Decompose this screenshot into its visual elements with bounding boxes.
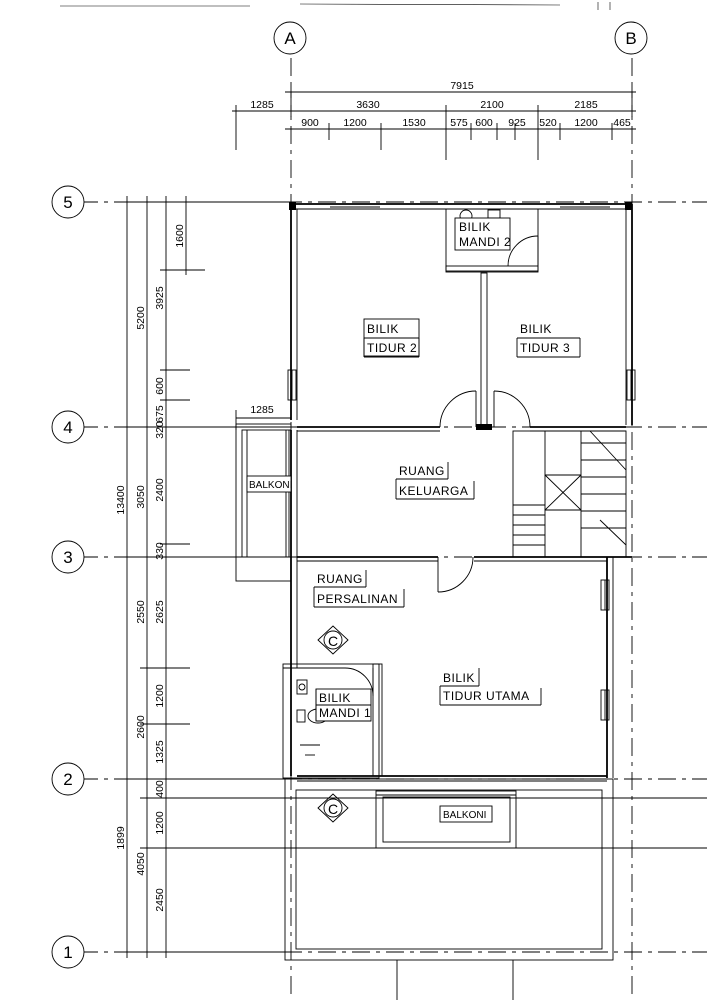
label-balkoni-bottom: BALKONI [439, 805, 493, 823]
top-dimension-text: 7915 1285 3630 2100 2185 900 1200 1530 5… [250, 80, 631, 129]
svg-text:MANDI 1: MANDI 1 [319, 706, 371, 720]
label-bilik-mandi-2 [454, 217, 511, 251]
label-bilik-tidur-2: BILIK TIDUR 2 [363, 318, 420, 358]
svg-text:320: 320 [154, 421, 166, 439]
svg-text:4050: 4050 [135, 852, 147, 876]
svg-text:A: A [284, 29, 296, 48]
svg-text:BALKONI: BALKONI [443, 810, 486, 821]
svg-text:2625: 2625 [154, 600, 166, 624]
svg-text:5: 5 [63, 193, 72, 212]
grid-bubble-b: B [614, 21, 648, 55]
svg-text:520: 520 [539, 117, 557, 129]
svg-text:3925: 3925 [154, 286, 166, 310]
svg-text:2100: 2100 [480, 99, 504, 111]
grid-bubble-2: 2 [51, 762, 85, 796]
svg-text:C: C [328, 801, 338, 817]
exterior-walls [289, 202, 633, 782]
svg-text:TIDUR 2: TIDUR 2 [367, 341, 417, 355]
svg-text:KELUARGA: KELUARGA [399, 484, 468, 498]
svg-text:600: 600 [154, 377, 166, 395]
svg-text:1600: 1600 [174, 224, 186, 248]
left-dimension-text: 13400 5200 3050 2550 2600 1899 3925 320 … [115, 224, 274, 912]
svg-text:2450: 2450 [154, 888, 166, 912]
svg-text:BILIK: BILIK [459, 220, 491, 234]
grid-bubble-4: 4 [51, 410, 85, 444]
svg-text:400: 400 [154, 780, 166, 798]
svg-text:5200: 5200 [135, 306, 147, 330]
section-marker-lower: C [317, 793, 349, 823]
svg-text:330: 330 [154, 542, 166, 560]
svg-text:TIDUR UTAMA: TIDUR UTAMA [443, 689, 530, 703]
svg-text:4: 4 [63, 418, 72, 437]
bottom-balcony [375, 790, 517, 849]
svg-text:3: 3 [63, 548, 72, 567]
svg-text:2400: 2400 [154, 478, 166, 502]
label-balkoni-left: BALKONI [246, 475, 292, 493]
bilik-mandi-2: BILIK MANDI 2 [445, 208, 539, 273]
grid-bubble-5: 5 [51, 185, 85, 219]
label-bilik-tidur-3: BILIK TIDUR 3 [516, 322, 581, 358]
svg-text:MANDI 2: MANDI 2 [459, 235, 511, 249]
svg-text:675: 675 [154, 405, 166, 423]
svg-text:575: 575 [450, 117, 468, 129]
svg-text:PERSALINAN: PERSALINAN [317, 592, 398, 606]
svg-text:1899: 1899 [115, 826, 127, 850]
svg-text:C: C [328, 633, 338, 649]
left-dimension-lines [120, 196, 707, 958]
left-balcony [235, 423, 292, 582]
family-room-door [437, 556, 474, 593]
sheet-top-edge [60, 2, 611, 10]
svg-text:3630: 3630 [356, 99, 380, 111]
svg-text:465: 465 [613, 117, 631, 129]
svg-text:TIDUR 3: TIDUR 3 [520, 341, 570, 355]
svg-text:1200: 1200 [154, 684, 166, 708]
grid-bubble-1: 1 [51, 935, 85, 969]
svg-text:3050: 3050 [135, 485, 147, 509]
label-ruang-persalinan: RUANG PERSALINAN [313, 570, 405, 608]
section-marker-upper: C [317, 625, 349, 655]
dim-overall-width: 7915 [450, 80, 474, 92]
svg-text:2600: 2600 [135, 715, 147, 739]
svg-text:B: B [625, 29, 636, 48]
svg-text:1325: 1325 [154, 740, 166, 764]
top-dimension-lines [232, 86, 636, 160]
svg-text:1200: 1200 [154, 811, 166, 835]
svg-text:600: 600 [475, 117, 493, 129]
svg-text:BILIK: BILIK [319, 691, 351, 705]
svg-text:BILIK: BILIK [443, 671, 475, 685]
svg-text:RUANG: RUANG [317, 572, 363, 586]
svg-text:BILIK: BILIK [520, 322, 552, 336]
svg-text:1530: 1530 [402, 117, 426, 129]
svg-text:BALKONI: BALKONI [249, 480, 292, 491]
dim-balcony-width: 1285 [250, 404, 274, 416]
svg-text:2185: 2185 [574, 99, 598, 111]
lower-roof-outline [284, 778, 614, 1000]
label-ruang-keluarga: RUANG KELUARGA [395, 462, 475, 500]
grid-bubble-3: 3 [51, 540, 85, 574]
windows [287, 206, 636, 721]
dim-overall-height: 13400 [115, 485, 127, 514]
staircase [512, 430, 627, 558]
svg-text:1200: 1200 [343, 117, 367, 129]
svg-text:1: 1 [63, 943, 72, 962]
label-bilik-mandi-1: BILIK MANDI 1 [315, 688, 372, 722]
svg-text:2550: 2550 [135, 600, 147, 624]
svg-text:900: 900 [301, 117, 319, 129]
svg-text:BILIK: BILIK [367, 322, 399, 336]
grid-bubble-a: A [273, 21, 307, 55]
svg-text:2: 2 [63, 770, 72, 789]
svg-text:1200: 1200 [574, 117, 598, 129]
svg-text:1285: 1285 [250, 99, 274, 111]
bedroom-doors [439, 390, 531, 428]
svg-text:925: 925 [508, 117, 526, 129]
label-bilik-tidur-utama: BILIK TIDUR UTAMA [439, 668, 542, 706]
svg-text:RUANG: RUANG [399, 464, 445, 478]
